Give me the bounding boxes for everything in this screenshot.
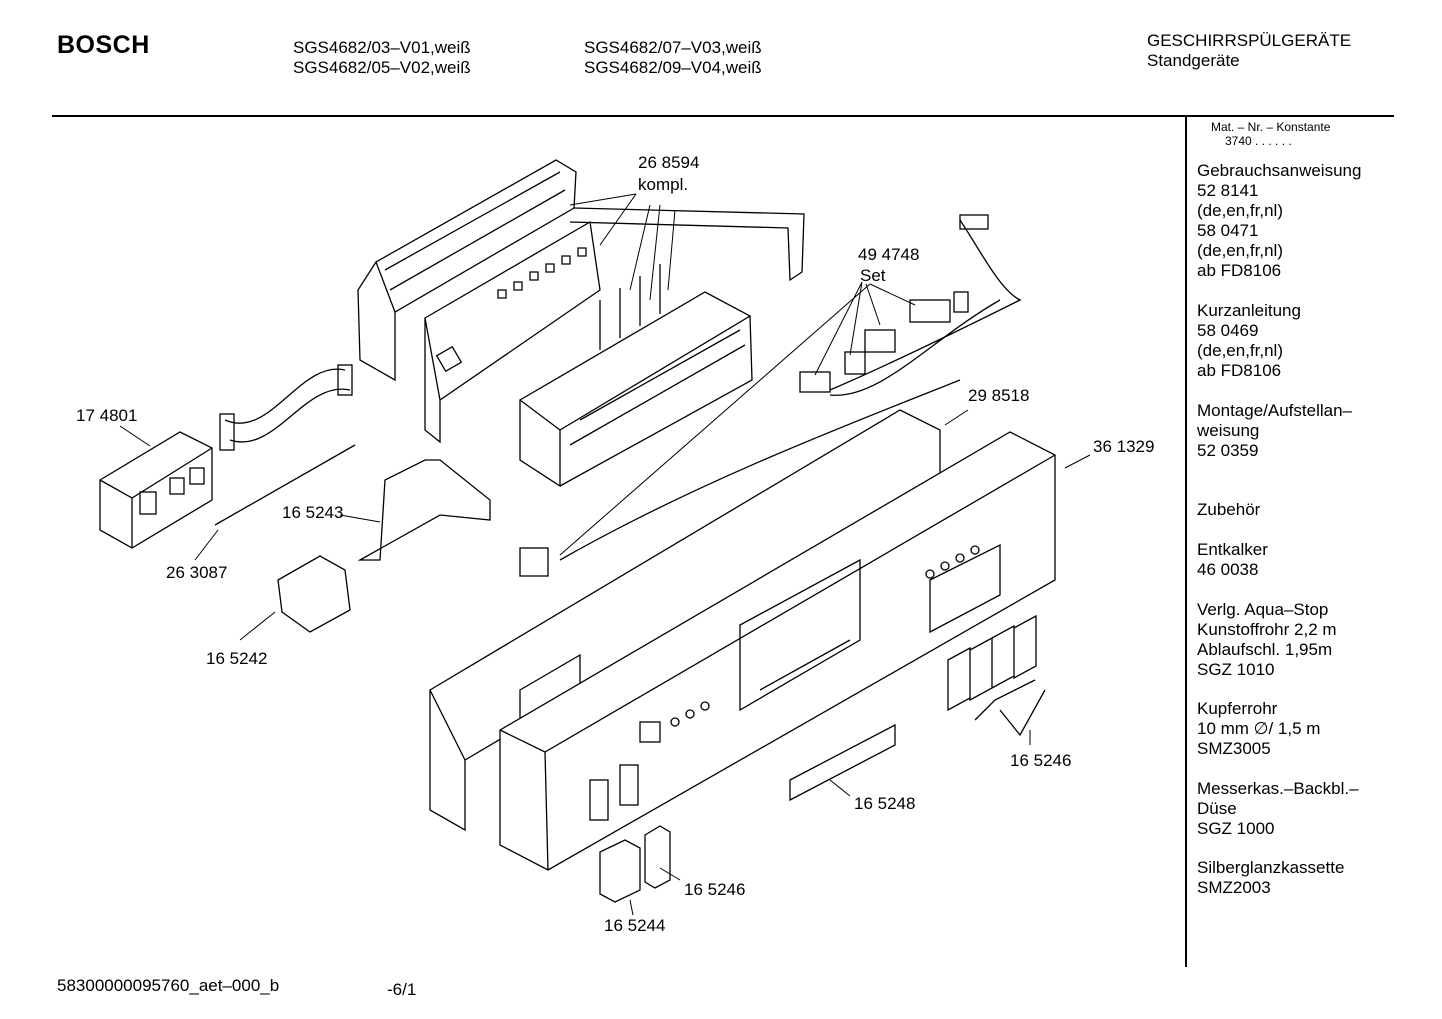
- leader-lines: [119, 193, 1091, 916]
- part-label: 36 1329: [1093, 437, 1155, 456]
- accessory-line: 10 mm ∅/ 1,5 m: [1197, 719, 1321, 738]
- model-3: SGS4682/07–V03,weiß: [584, 38, 762, 57]
- accessory-line: SMZ3005: [1197, 739, 1271, 758]
- part-label: 26 8594: [638, 153, 700, 172]
- accessory-line: Kupferrohr: [1197, 699, 1278, 718]
- part-label: 26 3087: [166, 563, 228, 582]
- wiring-harness-part: [519, 214, 1022, 577]
- part-label: 16 5246: [1010, 751, 1072, 770]
- document-id: 58300000095760_aet–000_b: [57, 976, 280, 995]
- accessory-line: ab FD8106: [1197, 361, 1282, 380]
- accessory-line: weisung: [1197, 421, 1260, 440]
- part-label: 16 5248: [854, 794, 916, 813]
- button-carrier-part: [518, 264, 753, 488]
- outer-fascia-part: [499, 431, 1056, 871]
- sidebar-divider: [1185, 117, 1187, 967]
- accessory-line: Kurzanleitung: [1197, 301, 1301, 320]
- wire-part-263087: [214, 444, 356, 526]
- part-label: 49 4748: [858, 245, 920, 264]
- accessory-line: 46 0038: [1197, 560, 1259, 579]
- accessory-line: Messerkas.–Backbl.–: [1197, 779, 1359, 798]
- switch-part-165242: [277, 555, 351, 633]
- accessory-line: Entkalker: [1197, 540, 1268, 559]
- accessory-line: SGZ 1000: [1197, 819, 1275, 838]
- brand-logo: BOSCH: [57, 31, 150, 59]
- accessory-line: ab FD8106: [1197, 261, 1282, 280]
- mat-nr-label: Mat. – Nr. – Konstante: [1211, 120, 1331, 134]
- accessory-line: SGZ 1010: [1197, 660, 1275, 679]
- strip-part-165248: [789, 723, 896, 802]
- accessory-line: Gebrauchsanweisung: [1197, 161, 1362, 180]
- accessory-line: Montage/Aufstellan–: [1197, 401, 1352, 420]
- part-label: 17 4801: [76, 406, 138, 425]
- buttons-part-165244: [599, 825, 671, 903]
- part-label: 16 5244: [604, 916, 666, 935]
- accessory-line: 58 0469: [1197, 321, 1259, 340]
- model-2: SGS4682/05–V02,weiß: [293, 58, 471, 77]
- accessory-line: 52 8141: [1197, 181, 1259, 200]
- display-module-part: [99, 431, 213, 549]
- page-number: -6/1: [387, 980, 417, 999]
- accessory-line: 58 0471: [1197, 221, 1259, 240]
- part-label: kompl.: [638, 175, 689, 194]
- accessory-line: (de,en,fr,nl): [1197, 201, 1283, 220]
- accessory-line: 52 0359: [1197, 441, 1259, 460]
- accessory-line: Düse: [1197, 799, 1237, 818]
- accessory-block: Zubehör: [1197, 500, 1260, 520]
- part-label: 16 5246: [684, 880, 746, 899]
- buttons-part-165246: [947, 614, 1046, 737]
- bracket-part-165243: [357, 459, 491, 561]
- accessory-line: Zubehör: [1197, 500, 1261, 519]
- part-label: Set: [860, 266, 886, 285]
- model-1: SGS4682/03–V01,weiß: [293, 38, 471, 57]
- accessory-line: (de,en,fr,nl): [1197, 241, 1283, 260]
- mat-nr: Mat. – Nr. – Konstante 3740 . . . . . .: [1211, 120, 1330, 148]
- model-4: SGS4682/09–V04,weiß: [584, 58, 762, 77]
- accessory-line: Kunstoffrohr 2,2 m: [1197, 620, 1337, 639]
- subcategory: Standgeräte: [1147, 51, 1240, 70]
- part-label: 16 5242: [206, 649, 268, 668]
- category-heading: GESCHIRRSPÜLGERÄTE Standgeräte: [1147, 31, 1351, 71]
- part-label: 16 5243: [282, 503, 344, 522]
- circuit-board-part: [424, 220, 601, 444]
- category: GESCHIRRSPÜLGERÄTE: [1147, 31, 1352, 50]
- part-label: 29 8518: [968, 386, 1030, 405]
- mat-nr-value: 3740 . . . . . .: [1225, 134, 1292, 148]
- header-divider: [52, 115, 1394, 117]
- ribbon-cable-part: [219, 364, 353, 451]
- accessory-line: Silberglanzkassette: [1197, 858, 1345, 877]
- control-cover-part: [357, 159, 805, 382]
- accessory-line: Ablaufschl. 1,95m: [1197, 640, 1333, 659]
- accessory-line: Verlg. Aqua–Stop: [1197, 600, 1329, 619]
- accessory-line: SMZ2003: [1197, 878, 1271, 897]
- accessory-line: (de,en,fr,nl): [1197, 341, 1283, 360]
